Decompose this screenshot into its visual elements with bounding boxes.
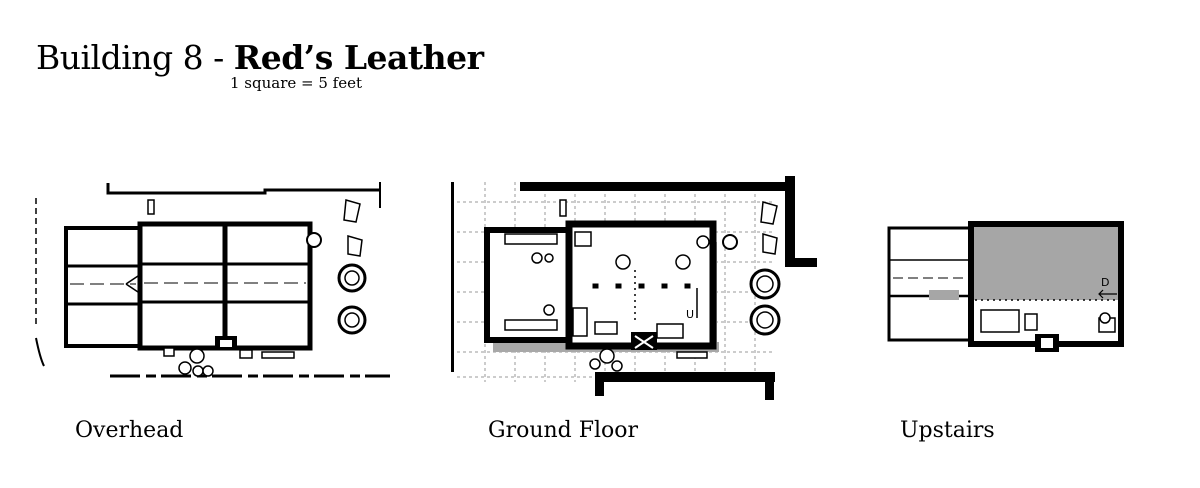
page-title: Building 8 - Red’s Leather (36, 38, 484, 77)
upstairs-caption: Upstairs (900, 418, 995, 443)
overhead-roof (64, 221, 313, 351)
upstairs-lower-roof (887, 226, 973, 342)
ground-floor-interior (504, 231, 710, 339)
overhead-chimney (215, 336, 237, 350)
upstairs-stair-marker: D (1101, 276, 1109, 289)
ground-floor-yard-props (559, 199, 778, 372)
building-name: Red’s Leather (233, 38, 484, 77)
upstairs-stair-arrow-icon (1098, 289, 1117, 299)
overhead-barrels (306, 232, 367, 335)
scale-note: 1 square = 5 feet (230, 74, 363, 92)
overhead-yard-props (147, 199, 363, 377)
upstairs-open-floor (973, 226, 1119, 300)
upstairs-hearth (1035, 334, 1059, 352)
ground-floor-stair-marker: U (686, 308, 694, 321)
ground-floor-hearth (631, 332, 657, 350)
ground-floor-map: U (451, 176, 817, 400)
ground-floor-barrels (722, 234, 781, 336)
upstairs-furniture (980, 309, 1116, 333)
overhead-caption: Overhead (75, 418, 184, 443)
overhead-yard-boundary (35, 182, 390, 378)
overhead-map (35, 182, 390, 378)
ground-floor-yard-walls (451, 176, 817, 400)
ground-floor-caption: Ground Floor (488, 418, 639, 443)
upstairs-map: D (887, 221, 1124, 352)
title-prefix: Building 8 - (36, 38, 234, 77)
